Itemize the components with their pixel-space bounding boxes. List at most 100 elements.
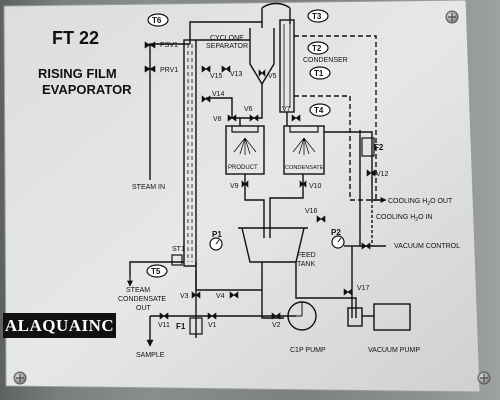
valve-v2-label: V2 [272,322,281,329]
valve-icon [159,312,169,320]
steam-condensate-line [129,261,184,276]
pump-label: C1P PUMP [290,347,326,354]
valve-icon [201,65,211,73]
vacuum-pump-label: VACUUM PUMP [368,347,420,354]
steam-condensate-label-line2: CONDENSATE [118,296,166,303]
watermark-logo: ALAQUAINC [3,313,116,338]
cooling-line-out [294,35,377,130]
vapour-line-top [189,21,262,44]
flowmeter-f1-label: F1 [176,322,186,331]
valve-icon [258,69,266,77]
tag-t3 [307,9,329,23]
valve-icon [249,114,259,122]
vacuum-control-label: VACUUM CONTROL [394,243,460,250]
product-tank-label: PRODUCT [228,165,258,171]
valve-psv1-label: PSV1 [160,42,178,49]
valve-v17-label: V17 [357,285,370,292]
tag-t1-label: T1 [314,69,324,78]
flowmeter-f2 [361,137,375,157]
valve-icon [221,65,231,73]
tag-t5-label: T5 [151,267,161,276]
valve-icon [271,312,281,320]
panel-plate [3,0,481,393]
valve-icon [201,95,211,103]
sample-label: SAMPLE [136,352,165,359]
valve-v9-label: V9 [230,183,239,190]
valve-icon [299,180,307,188]
tag-t3-label: T3 [312,12,322,21]
valve-icon [207,312,217,320]
valve-icon [229,291,239,299]
valve-icon [227,114,237,122]
valve-v1-label: V1 [208,322,217,329]
cyclone-label-line1: CYCLONE [210,35,244,42]
feed-tank-label-line2: TANK [297,261,315,268]
feed-tank [241,227,305,263]
steam-trap-label: ST1 [172,246,185,253]
panel-title: FT 22 [52,28,99,48]
steam-trap [171,254,183,266]
screw-icon [477,371,491,385]
tag-t2 [307,41,329,55]
evaporator-tube [183,39,197,267]
cooling-out-label: COOLING H2O OUT [388,198,453,207]
valve-prv1-label: PRV1 [160,67,178,74]
valve-icon [366,169,376,177]
condensate-tank [283,125,325,175]
flowmeter-f1 [189,317,203,335]
panel-subtitle-line1: RISING FILM [38,66,117,81]
tag-t5 [146,264,168,278]
valve-v16-label: V16 [305,208,318,215]
cyclone-label-line2: SEPARATOR [206,43,248,50]
valve-v10-label: V10 [309,183,322,190]
tag-t6 [147,13,169,27]
valve-v3-label: V3 [180,293,189,300]
cooling-line-in [294,95,376,201]
valve-icon [343,288,353,296]
feed-tank-label-line1: FEED [297,252,316,259]
valve-v5-label: V5 [268,73,277,80]
steam-condensate-label-line1: STEAM [126,287,150,294]
valve-v14-label: V14 [212,91,225,98]
valve-icon [291,114,301,122]
valve-icon [191,291,201,299]
steam-in-label: STEAM IN [132,184,165,191]
panel-subtitle-line2: EVAPORATOR [42,82,132,97]
valve-v13-label: V13 [230,71,243,78]
pressure-gauge-icon [209,237,223,251]
tag-t1 [309,66,331,80]
tag-t4-label: T4 [314,106,324,115]
valve-v7-label: V7 [282,106,291,113]
cooling-in-label: COOLING H2O IN [376,214,432,223]
valve-v6-label: V6 [244,106,253,113]
valve-icon [316,215,326,223]
valve-v4-label: V4 [216,293,225,300]
condensate-spray [289,126,319,155]
vacuum-pump-motor [347,307,363,327]
tag-t6-label: T6 [152,16,162,25]
vacuum-pump [373,303,411,331]
screw-icon [13,371,27,385]
valve-icon [144,41,156,49]
valve-v8-label: V8 [213,116,222,123]
valve-icon [361,242,371,250]
steam-condensate-label-line3: OUT [136,305,152,312]
flowmeter-f2-label: F2 [374,143,384,152]
screw-icon [445,10,459,24]
valve-icon [144,65,156,73]
valve-icon [241,180,249,188]
tag-t2-label: T2 [312,44,322,53]
condenser-label: CONDENSER [303,57,348,64]
valve-v15-label: V15 [210,73,223,80]
valve-v12-label: V12 [376,171,389,178]
tag-t4 [309,103,331,117]
pressure-gauge-icon [331,235,345,249]
gauge-p1-label: P1 [212,230,222,239]
condensate-tank-label: CONDENSATE [285,165,324,171]
product-spray [231,126,259,155]
valve-v11-label: V11 [158,322,170,329]
steam-line [149,43,190,180]
gauge-p2-label: P2 [331,228,341,237]
